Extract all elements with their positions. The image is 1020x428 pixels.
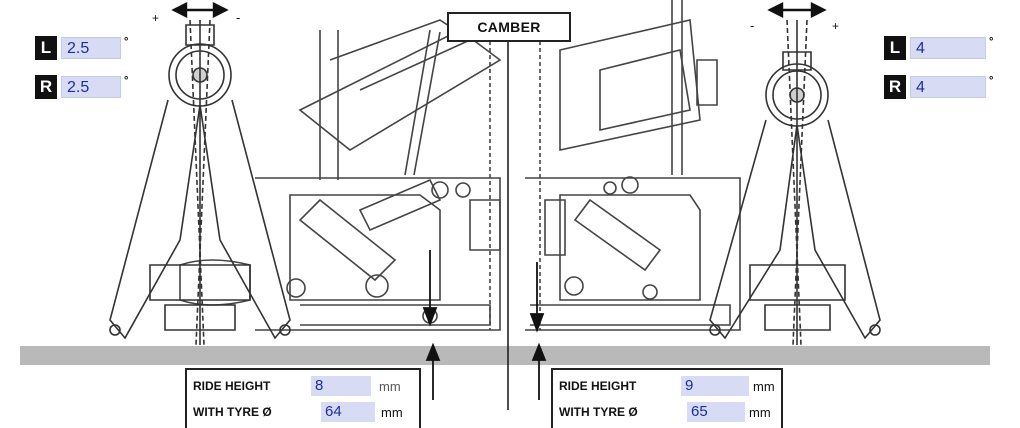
mm-unit: mm	[381, 404, 403, 420]
sign-plus-right: +	[832, 19, 839, 33]
camber-arrow-left	[171, 2, 229, 18]
side-badge-left: L	[884, 35, 906, 60]
rear-camber-left-field[interactable]: 4	[910, 36, 986, 59]
front-camber-right-row: R 2.5 °	[35, 73, 128, 100]
ride-height-arrow-down-left	[422, 250, 438, 327]
mm-unit: mm	[379, 378, 401, 394]
ride-height-arrow-down-right	[529, 262, 545, 333]
front-tyre-diameter-field[interactable]: 64	[321, 402, 375, 422]
side-badge-left: L	[35, 35, 57, 60]
rear-camber-left-row: L 4 °	[884, 34, 993, 61]
rear-ride-height-row: RIDE HEIGHT 9 mm	[559, 376, 775, 396]
sign-plus-left: +	[152, 11, 159, 25]
camber-gauge-right	[709, 19, 881, 346]
rear-ride-height-field[interactable]: 9	[681, 376, 749, 396]
rear-tyre-diameter-field[interactable]: 65	[687, 402, 745, 422]
sign-minus-left: -	[236, 10, 240, 25]
ride-height-arrow-up-left	[425, 342, 441, 400]
ride-height-label: RIDE HEIGHT	[559, 379, 637, 393]
side-badge-right: R	[35, 74, 57, 99]
rear-tyre-row: WITH TYRE Ø 65 mm	[559, 402, 771, 422]
rear-camber-right-field[interactable]: 4	[910, 75, 986, 98]
degree-unit: °	[989, 75, 994, 87]
ride-height-label: RIDE HEIGHT	[193, 379, 271, 393]
chassis-right	[525, 0, 741, 331]
sign-minus-right: -	[750, 18, 754, 33]
degree-unit: °	[989, 36, 994, 48]
degree-unit: °	[124, 75, 129, 87]
tyre-label: WITH TYRE Ø	[559, 405, 638, 419]
ride-height-arrow-up-right	[531, 342, 547, 400]
degree-unit: °	[124, 36, 129, 48]
ground-strip	[20, 346, 990, 365]
camber-arrow-right	[767, 2, 827, 18]
front-ride-height-box: RIDE HEIGHT 8 mm WITH TYRE Ø 64 mm	[185, 368, 421, 428]
rear-camber-right-row: R 4 °	[884, 73, 993, 100]
chassis-left	[179, 19, 502, 331]
mm-unit: mm	[749, 404, 771, 420]
front-camber-left-field[interactable]: 2.5	[61, 36, 121, 59]
tyre-label: WITH TYRE Ø	[193, 405, 272, 419]
front-camber-right-field[interactable]: 2.5	[61, 75, 121, 98]
camber-gauge-left	[109, 19, 291, 346]
front-tyre-row: WITH TYRE Ø 64 mm	[193, 402, 403, 422]
mm-unit: mm	[753, 378, 775, 394]
camber-label: CAMBER	[447, 12, 571, 42]
front-ride-height-row: RIDE HEIGHT 8 mm	[193, 376, 401, 396]
rear-ride-height-box: RIDE HEIGHT 9 mm WITH TYRE Ø 65 mm	[551, 368, 783, 428]
front-camber-left-row: L 2.5 °	[35, 34, 128, 61]
front-ride-height-field[interactable]: 8	[311, 376, 371, 396]
side-badge-right: R	[884, 74, 906, 99]
